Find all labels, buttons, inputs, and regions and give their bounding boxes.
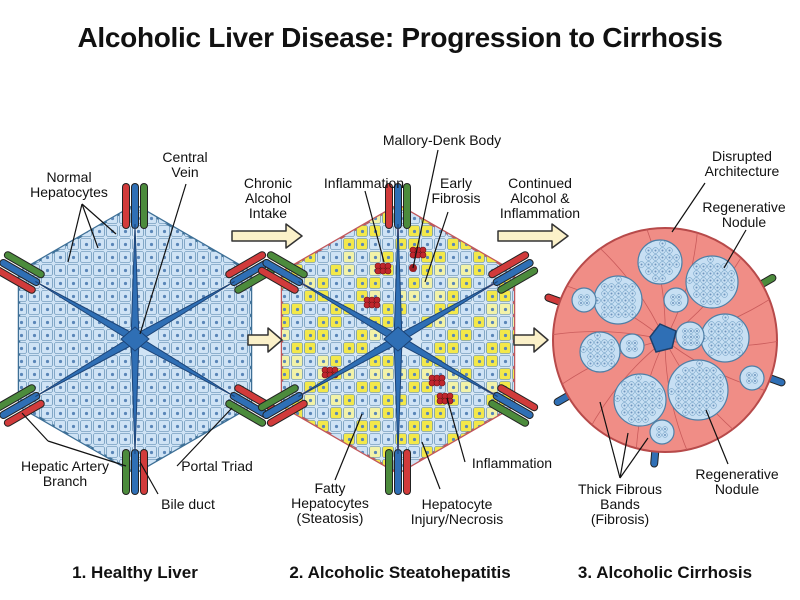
inflammation-clusters [321,246,454,405]
regenerative-nodules [571,239,765,445]
central-vein [298,223,498,455]
label-inflammation-bottom: Inflammation [471,455,553,471]
label-portal-triad: Portal Triad [181,458,253,474]
label-disrupted-architecture: Disrupted Architecture [704,148,780,179]
page-title: Alcoholic Liver Disease: Progression to … [77,22,723,53]
label-regenerative-nodule-top: Regenerative Nodule [702,199,786,230]
label-regenerative-nodule-bottom: Regenerative Nodule [695,466,779,497]
leader-lines [21,149,747,495]
label-hepatocyte-injury-necrosis: Hepatocyte Injury/Necrosis [410,496,504,527]
central-vein-remnant [649,323,677,353]
label-thick-fibrous-bands: Thick Fibrous Bands (Fibrosis) [577,481,663,527]
label-inflammation-top: Inflammation [323,175,405,191]
transition-arrow-2 [497,223,569,353]
label-bile-duct: Bile duct [161,496,215,512]
transition-arrow-1 [231,223,303,353]
stage-title-steatohepatitis: 2. Alcoholic Steatohepatitis [289,563,511,582]
label-central-vein: Central Vein [162,149,208,180]
label-hepatic-artery-branch: Hepatic Artery Branch [21,458,109,489]
healthy-liver-lobule [0,183,276,495]
label-mallory-denk-body: Mallory-Denk Body [382,132,502,148]
portal-triads [257,183,539,495]
label-transition-1: Chronic Alcohol Intake [243,175,293,221]
central-vein [35,223,235,455]
stage-title-healthy-liver: 1. Healthy Liver [72,563,198,582]
label-transition-2: Continued Alcohol & Inflammation [499,175,581,221]
cirrhosis-lobule [544,227,786,468]
label-fatty-hepatocytes: Fatty Hepatocytes (Steatosis) [291,480,369,526]
label-early-fibrosis: Early Fibrosis [431,175,481,206]
label-normal-hepatocytes: Normal Hepatocytes [30,169,108,200]
stage-title-cirrhosis: 3. Alcoholic Cirrhosis [577,563,753,582]
steatohepatitis-lobule [257,183,539,495]
